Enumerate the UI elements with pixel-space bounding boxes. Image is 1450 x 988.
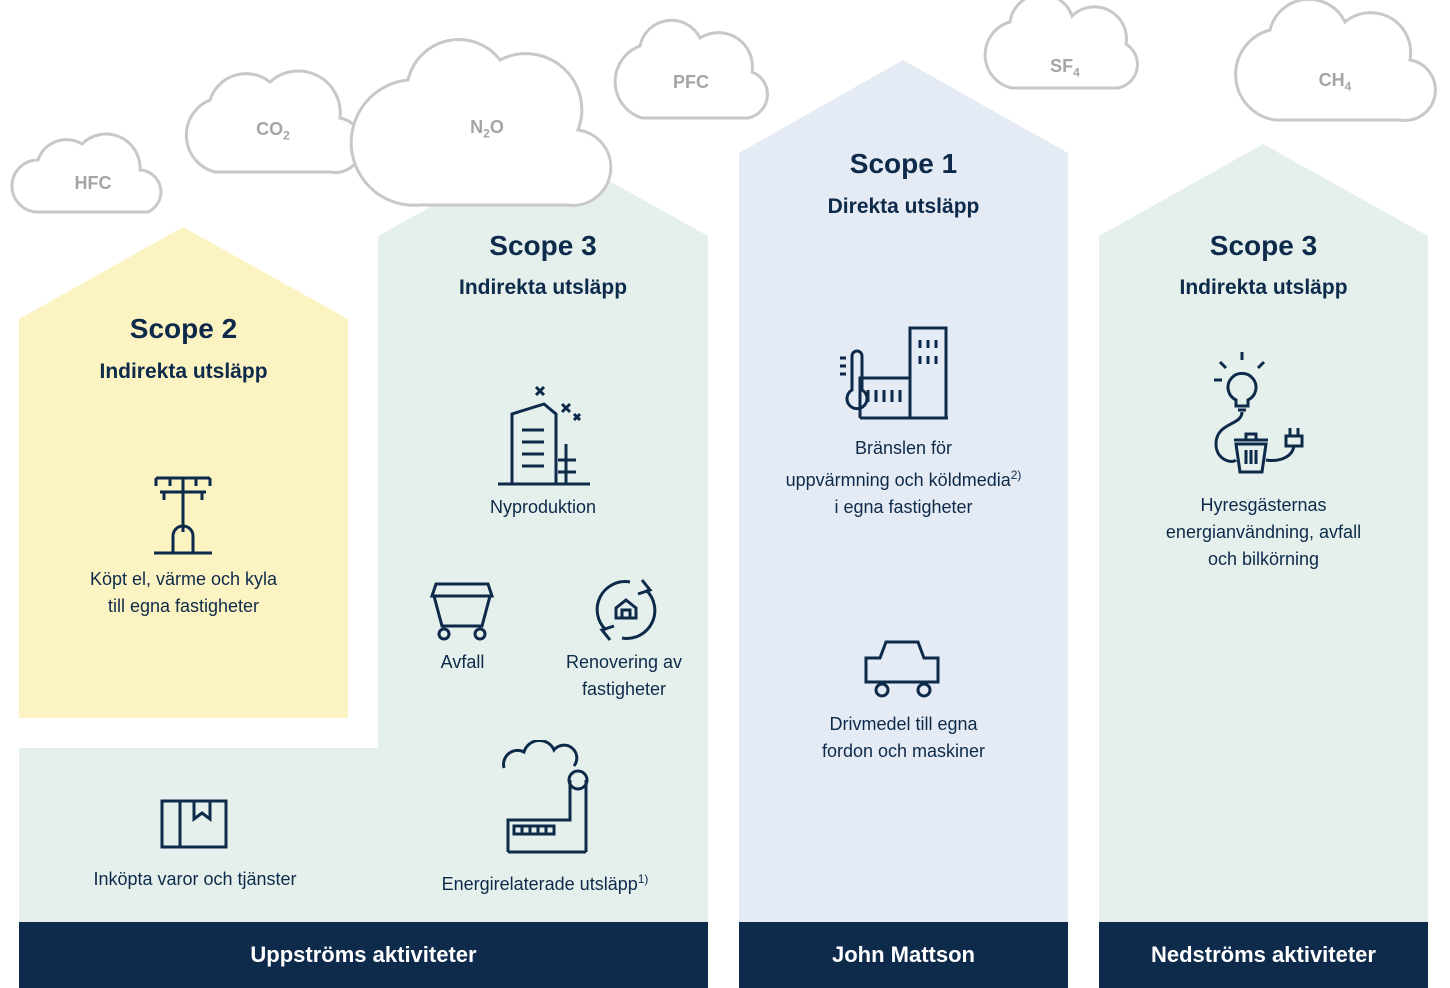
factory-emission-icon xyxy=(502,740,589,854)
cloud-label-hfc: HFC xyxy=(74,173,112,193)
scope3-downstream-subtitle: Indirekta utsläpp xyxy=(1179,276,1348,299)
renovering-label: Renovering av fastigheter xyxy=(565,652,683,699)
cloud-icon xyxy=(1234,0,1437,122)
heated-building-icon xyxy=(840,326,948,420)
cloud-label-co2: CO2 xyxy=(256,119,290,143)
scope3-upstream-shape xyxy=(19,144,708,922)
scope3-downstream-shape xyxy=(1099,144,1428,922)
avfall-label: Avfall xyxy=(440,652,485,672)
power-pylon-icon xyxy=(154,476,212,555)
footer-downstream: Nedströms aktiviteter xyxy=(1099,922,1428,988)
cloud-label-sf4: SF4 xyxy=(1050,56,1080,80)
scope3-upstream-title: Scope 3 xyxy=(489,230,597,261)
scope3-downstream-title: Scope 3 xyxy=(1209,230,1318,261)
scope3-downstream-text: Hyresgästernas energianvändning, avfall … xyxy=(1165,495,1362,569)
bransle-label: Bränslen för uppvärmning och köldmedia2)… xyxy=(785,438,1022,517)
scope2-item-text: Köpt el, värme och kyla till egna fastig… xyxy=(89,569,278,616)
scope2-shape xyxy=(19,227,348,718)
package-box-icon xyxy=(160,799,228,849)
footer-company: John Mattson xyxy=(739,922,1068,988)
cloud-icon xyxy=(10,132,163,214)
cloud-label-ch4: CH4 xyxy=(1318,70,1352,94)
cloud-icon xyxy=(349,38,613,207)
car-icon xyxy=(864,640,940,698)
scope1-subtitle: Direkta utsläpp xyxy=(827,195,980,218)
cloud-icon xyxy=(613,18,769,120)
waste-container-icon xyxy=(429,582,495,641)
scope1-shape xyxy=(739,60,1068,922)
renovation-cycle-icon xyxy=(595,579,657,641)
cloud-icon xyxy=(983,0,1139,90)
drivmedel-label: Drivmedel till egna fordon och maskiner xyxy=(821,714,986,761)
new-building-icon xyxy=(498,385,590,486)
energirelaterade-label: Energirelaterade utsläpp1) xyxy=(441,872,649,894)
scope2-subtitle: Indirekta utsläpp xyxy=(99,360,268,383)
scope3-upstream-subtitle: Indirekta utsläpp xyxy=(458,276,628,299)
cloud-label-n2o: N2O xyxy=(470,117,504,141)
tenant-energy-waste-icon xyxy=(1214,352,1304,474)
cloud-label-pfc: PFC xyxy=(673,72,709,92)
scope1-title: Scope 1 xyxy=(849,148,958,179)
inkopta-label: Inköpta varor och tjänster xyxy=(93,869,297,889)
footer-upstream: Uppströms aktiviteter xyxy=(19,922,708,988)
scope2-title: Scope 2 xyxy=(129,313,238,344)
nyproduktion-label: Nyproduktion xyxy=(489,497,597,517)
